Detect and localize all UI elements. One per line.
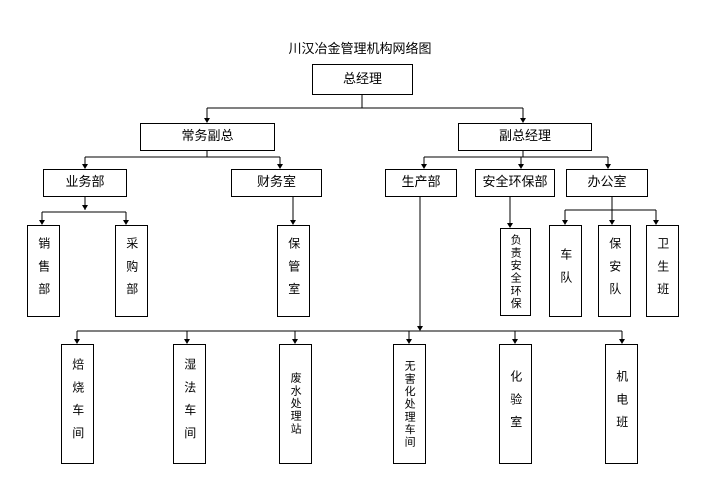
node-finance-office: 财务室 bbox=[231, 169, 322, 197]
arrowhead bbox=[82, 164, 88, 169]
node-sales-dept: 销售部 bbox=[27, 225, 60, 317]
node-wastewater-station: 废水处理站 bbox=[279, 344, 312, 464]
node-business-dept: 业务部 bbox=[43, 169, 127, 197]
arrowhead bbox=[123, 220, 129, 225]
arrowhead bbox=[609, 220, 615, 225]
arrowhead bbox=[507, 223, 513, 228]
arrowhead bbox=[406, 339, 412, 344]
arrowhead bbox=[184, 339, 190, 344]
node-vehicle-team: 车队 bbox=[549, 225, 582, 317]
node-production-dept: 生产部 bbox=[385, 169, 457, 197]
arrowhead bbox=[562, 220, 568, 225]
arrowhead bbox=[417, 326, 423, 331]
arrowhead bbox=[74, 339, 80, 344]
arrowhead bbox=[619, 339, 625, 344]
arrowhead bbox=[204, 118, 210, 123]
chart-title: 川汉冶金管理机构网络图 bbox=[288, 42, 432, 57]
arrowhead bbox=[518, 164, 524, 169]
arrowhead bbox=[605, 164, 611, 169]
arrowhead bbox=[512, 339, 518, 344]
arrowhead bbox=[653, 220, 659, 225]
arrowhead bbox=[39, 220, 45, 225]
node-lab-room: 化验室 bbox=[499, 344, 532, 464]
arrowhead bbox=[277, 164, 283, 169]
arrowhead bbox=[421, 164, 427, 169]
node-general-manager: 总经理 bbox=[312, 64, 413, 95]
arrowhead bbox=[290, 220, 296, 225]
node-sanitation-team: 卫生班 bbox=[646, 225, 679, 317]
node-deputy-gm: 副总经理 bbox=[458, 123, 592, 151]
node-roasting-workshop: 焙烧车间 bbox=[61, 344, 94, 464]
arrowhead bbox=[292, 339, 298, 344]
node-storage-office: 保管室 bbox=[277, 225, 310, 317]
arrowhead bbox=[82, 205, 88, 210]
node-electromech-team: 机电班 bbox=[605, 344, 638, 464]
node-admin-office: 办公室 bbox=[566, 169, 648, 197]
node-safety-env-responsibility: 负责安全环保 bbox=[500, 228, 531, 316]
node-harmless-treatment-workshop: 无害化处理车间 bbox=[393, 344, 426, 464]
node-purchasing-dept: 采购部 bbox=[115, 225, 148, 317]
arrowhead bbox=[520, 118, 526, 123]
node-safety-env-dept: 安全环保部 bbox=[475, 169, 555, 197]
node-executive-deputy-gm: 常务副总 bbox=[140, 123, 275, 151]
node-wet-process-workshop: 湿法车间 bbox=[173, 344, 206, 464]
node-security-team: 保安队 bbox=[598, 225, 631, 317]
